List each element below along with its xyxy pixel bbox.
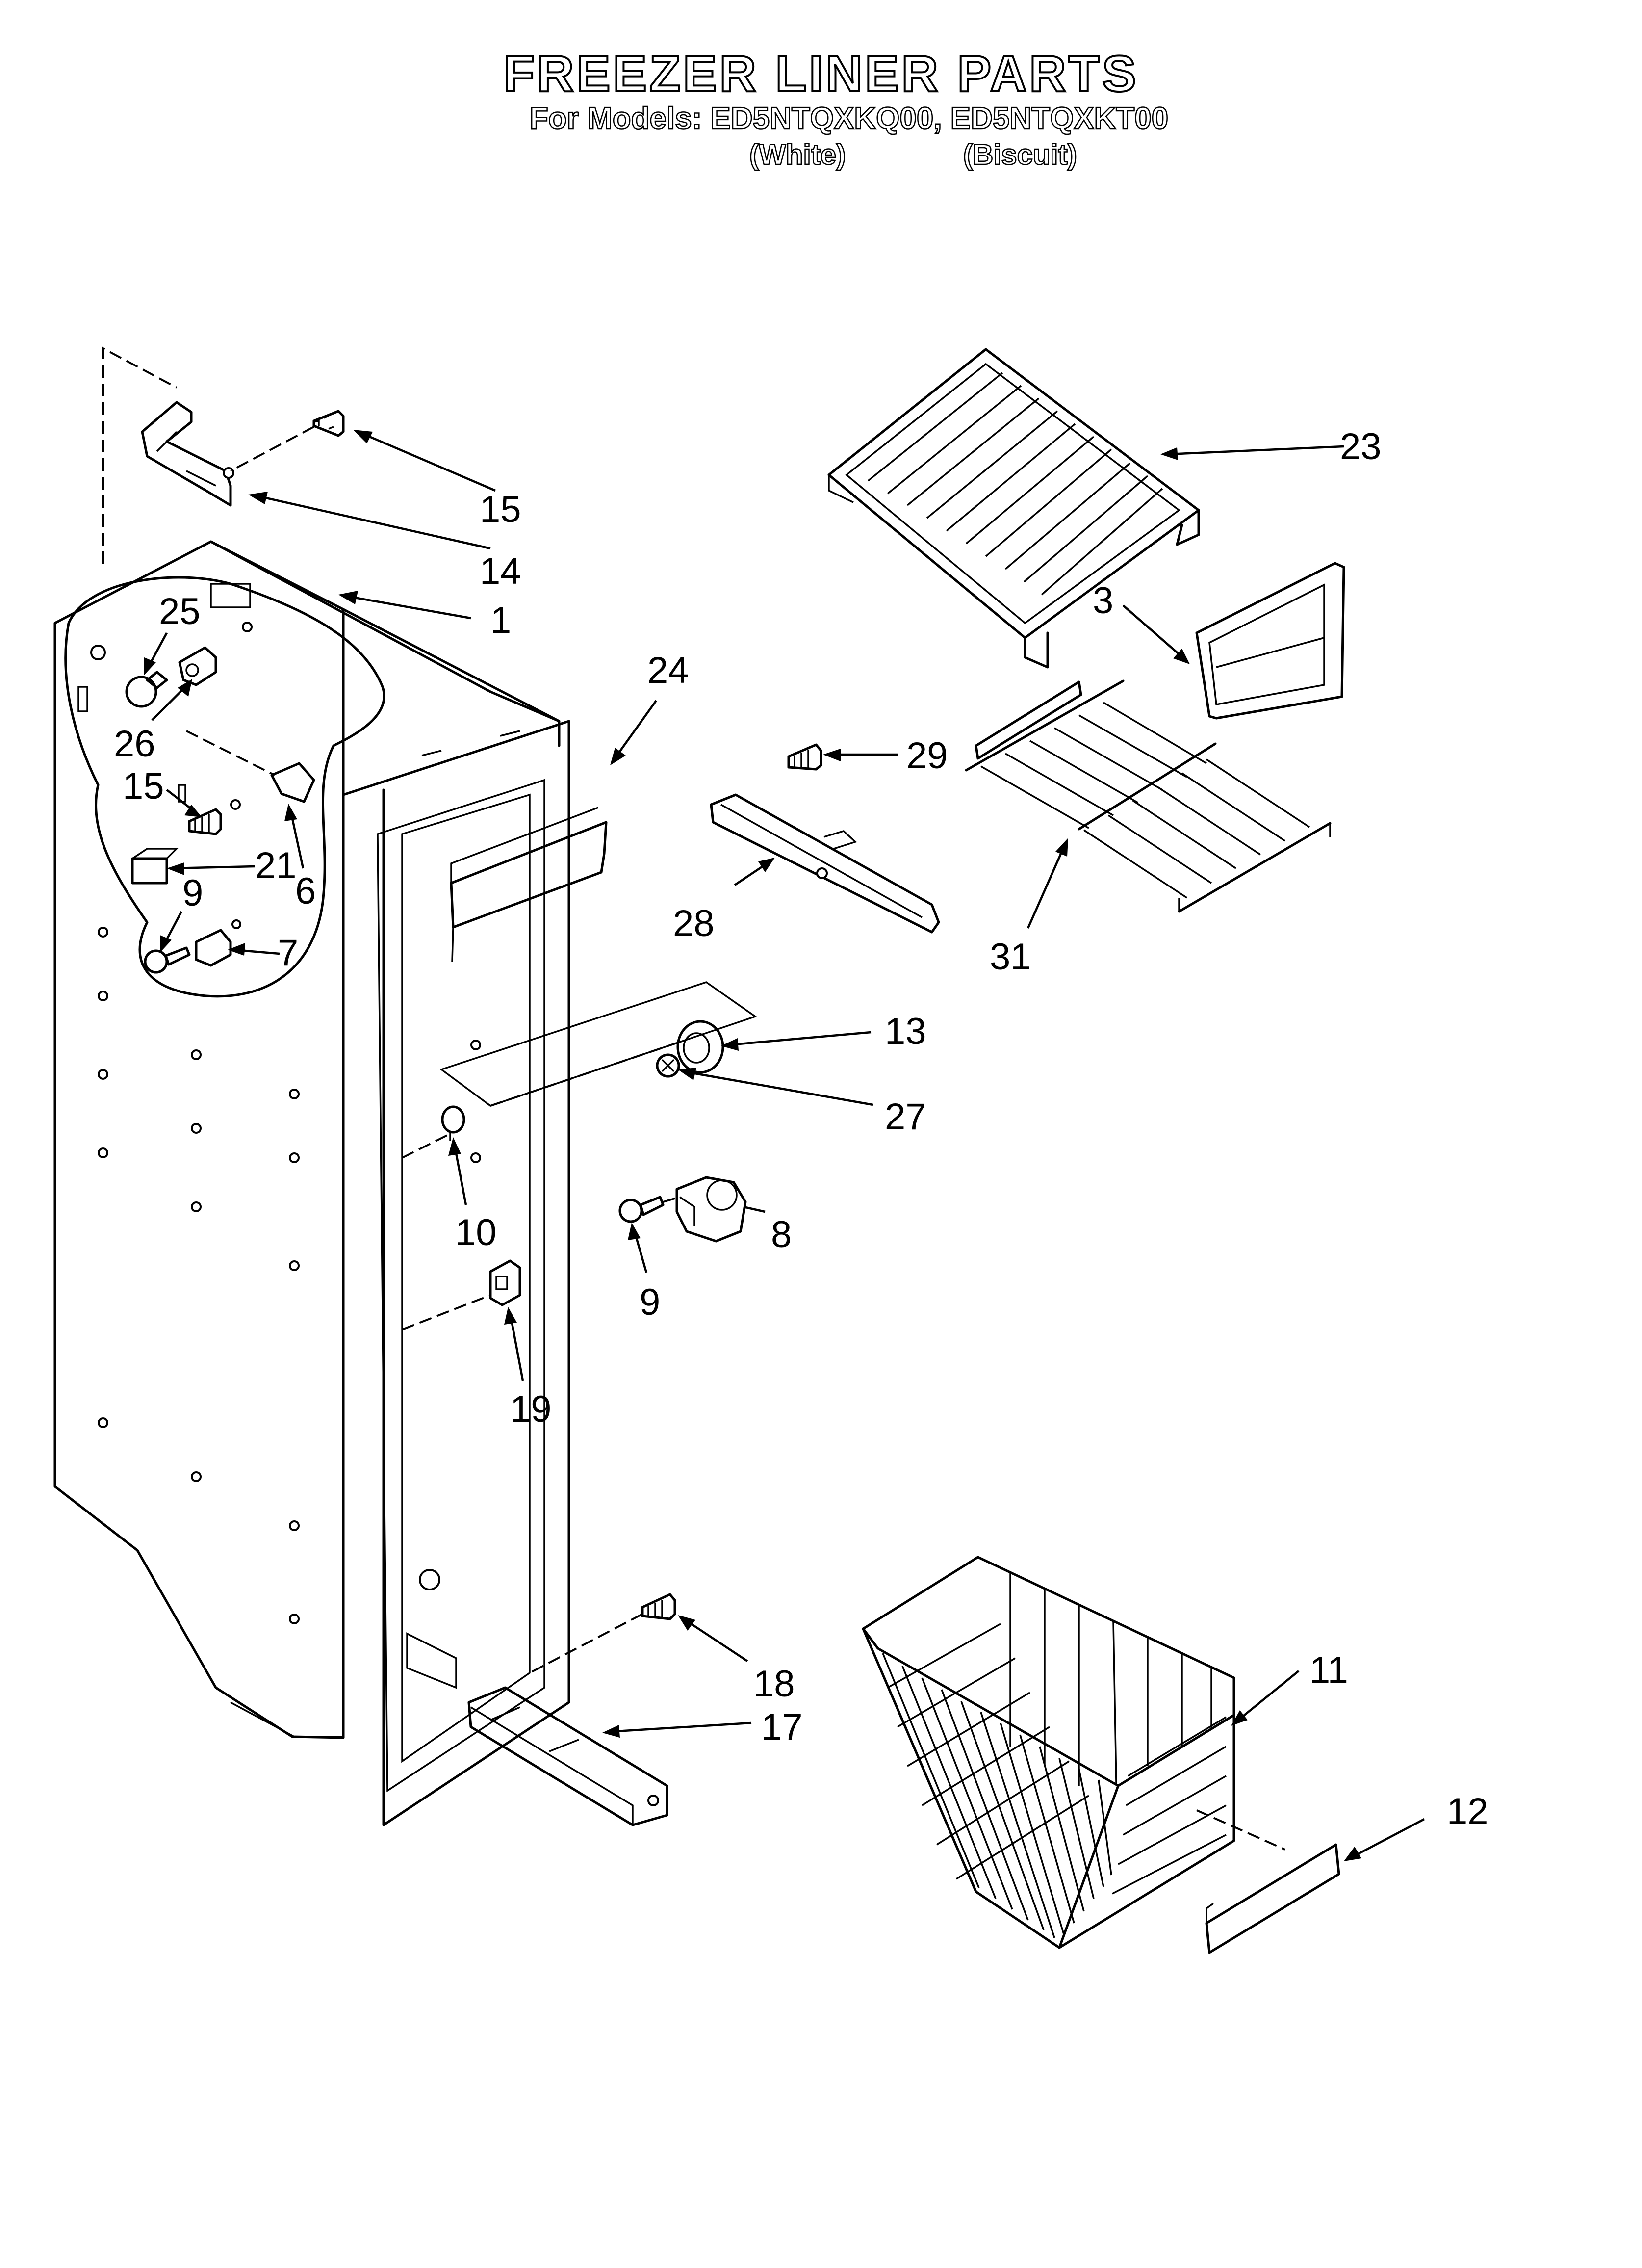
callout-1: 1 xyxy=(490,600,511,641)
callout-7: 7 xyxy=(278,932,298,974)
callout-15-top: 15 xyxy=(480,489,521,530)
callout-14: 14 xyxy=(480,550,521,592)
callout-9-cam: 9 xyxy=(640,1281,660,1323)
callout-26: 26 xyxy=(114,723,155,765)
callout-leaders xyxy=(144,430,1425,1861)
screw-part-27 xyxy=(656,1053,680,1078)
callout-3: 3 xyxy=(1093,580,1113,622)
grommet-part-13 xyxy=(676,1020,724,1074)
callout-8: 8 xyxy=(771,1214,792,1255)
interior-cutaway xyxy=(64,576,385,998)
control-panel-outline xyxy=(402,981,757,1330)
wire-shelf-part-31 xyxy=(965,679,1332,913)
callout-23: 23 xyxy=(1340,426,1382,468)
diagram-title: FREEZER LINER PARTS xyxy=(503,45,1139,104)
callout-18: 18 xyxy=(753,1663,795,1705)
freezer-liner-cabinet xyxy=(53,540,570,1826)
bracket-part-7 xyxy=(195,919,241,967)
callout-11: 11 xyxy=(1309,1649,1348,1691)
callout-29: 29 xyxy=(906,735,948,777)
callout-17: 17 xyxy=(761,1706,803,1748)
shelf-part-23 xyxy=(827,348,1200,669)
callout-labels: 15 14 1 25 26 15 21 6 9 7 24 23 3 29 28 … xyxy=(114,426,1488,1832)
screw-part-18 xyxy=(529,1593,676,1674)
screw-part-15-top xyxy=(230,410,345,472)
callout-15-interior: 15 xyxy=(123,765,164,807)
callout-31: 31 xyxy=(990,936,1031,978)
screw-part-29 xyxy=(787,743,822,771)
callout-13: 13 xyxy=(885,1011,926,1052)
callout-12: 12 xyxy=(1447,1791,1488,1832)
models-line: For Models: ED5NTQXKQ00, ED5NTQXKT00 xyxy=(529,101,1169,136)
cam-part-8 xyxy=(675,1176,747,1243)
light-socket-part-26 xyxy=(178,646,217,686)
callout-19: 19 xyxy=(510,1388,552,1430)
callout-25: 25 xyxy=(159,591,201,632)
deflector-part-24 xyxy=(450,807,608,962)
callout-28: 28 xyxy=(673,903,715,944)
support-part-28 xyxy=(710,793,940,934)
rail-part-17 xyxy=(467,1686,668,1826)
wire-basket-part-11 xyxy=(862,1556,1285,1949)
callout-24: 24 xyxy=(647,650,689,691)
screw-part-15-interior xyxy=(188,808,222,835)
screw-part-9-interior xyxy=(144,946,191,974)
callout-10: 10 xyxy=(455,1212,497,1253)
callout-27: 27 xyxy=(885,1096,926,1138)
bracket-part-6 xyxy=(186,730,315,803)
callout-6: 6 xyxy=(295,870,316,912)
bracket-part-19 xyxy=(489,1259,521,1306)
light-bulb-part-25 xyxy=(125,671,168,708)
switch-part-10 xyxy=(441,1105,465,1141)
callout-9-interior: 9 xyxy=(182,872,203,914)
clip-part-21 xyxy=(131,848,179,885)
callout-21: 21 xyxy=(255,845,297,886)
color-label-biscuit: (Biscuit) xyxy=(963,138,1078,172)
bracket-part-14 xyxy=(102,346,234,564)
trim-part-3 xyxy=(1195,562,1345,720)
color-label-white: (White) xyxy=(749,138,847,172)
screw-part-9-cam xyxy=(618,1196,680,1223)
handle-part-12 xyxy=(1205,1843,1340,1954)
